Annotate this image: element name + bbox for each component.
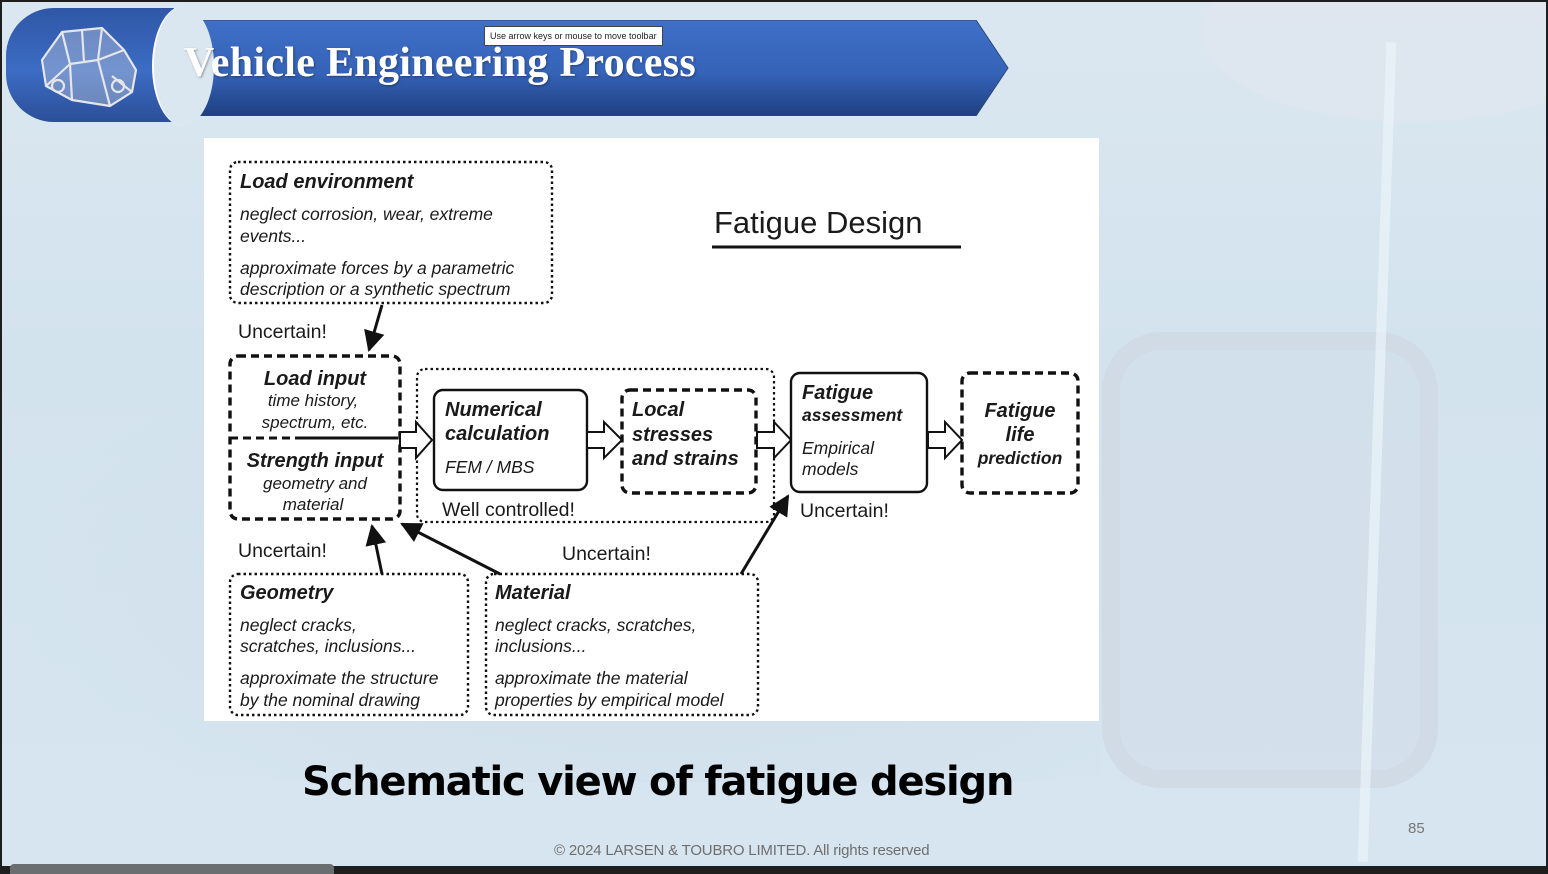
diagram-title: Fatigue Design bbox=[714, 205, 923, 240]
car-body-frame-icon bbox=[40, 26, 138, 108]
strength-input-line: geometry and bbox=[263, 474, 367, 493]
horizontal-scrollbar[interactable] bbox=[10, 864, 334, 874]
figure-caption: Schematic view of fatigue design bbox=[302, 759, 1014, 805]
material-box bbox=[484, 572, 760, 717]
hollow-arrow-local-to-assessment bbox=[756, 419, 793, 461]
load-environment-line: description or a synthetic spectrum bbox=[240, 279, 510, 299]
arrow-material-to-strength bbox=[400, 522, 501, 576]
fatigue-life-line: Fatigue bbox=[984, 400, 1055, 422]
background-charging-port bbox=[1102, 332, 1438, 788]
load-environment-heading: Load environment bbox=[240, 171, 415, 193]
arrow-geometry-to-strength bbox=[365, 523, 387, 575]
material-line: neglect cracks, scratches, bbox=[495, 615, 696, 635]
fatigue-assessment-sub: Empirical bbox=[802, 438, 875, 458]
fatigue-assessment-sub: models bbox=[802, 459, 859, 479]
geometry-box bbox=[228, 572, 470, 717]
load-input-line: time history, bbox=[268, 391, 358, 410]
fatigue-assessment-heading2: assessment bbox=[802, 405, 903, 425]
geometry-line: by the nominal drawing bbox=[240, 690, 420, 710]
fatigue-life-prediction-box bbox=[960, 371, 1080, 495]
page-title: Vehicle Engineering Process bbox=[184, 40, 697, 86]
load-environment-line: neglect corrosion, wear, extreme bbox=[240, 204, 493, 224]
strength-input-heading: Strength input bbox=[247, 450, 385, 472]
material-line: properties by empirical model bbox=[494, 690, 725, 710]
logo-divider bbox=[152, 6, 214, 126]
fatigue-design-diagram: Fatigue Design Load environment neglect … bbox=[228, 160, 1080, 717]
load-input-heading: Load input bbox=[264, 368, 368, 390]
geometry-line: approximate the structure bbox=[240, 668, 439, 688]
geometry-line: scratches, inclusions... bbox=[240, 636, 416, 656]
uncertain-label-top: Uncertain! bbox=[238, 321, 327, 343]
numerical-calculation-heading: calculation bbox=[445, 423, 549, 445]
numerical-calculation-heading: Numerical bbox=[445, 399, 542, 421]
hollow-arrow-numerical-to-local bbox=[586, 419, 624, 461]
strength-input-line: material bbox=[283, 495, 345, 514]
fatigue-assessment-heading: Fatigue bbox=[802, 382, 873, 404]
local-stresses-line: Local bbox=[632, 399, 685, 421]
copyright-footer: © 2024 LARSEN & TOUBRO LIMITED. All righ… bbox=[554, 842, 930, 859]
uncertain-label-right: Uncertain! bbox=[800, 500, 889, 522]
local-stresses-line: stresses bbox=[632, 424, 713, 446]
load-environment-line: events... bbox=[240, 226, 306, 246]
arrow-load-env-to-load-input bbox=[364, 304, 385, 353]
fatigue-life-line: life bbox=[1006, 424, 1035, 446]
material-line: approximate the material bbox=[495, 668, 689, 688]
material-line: inclusions... bbox=[495, 636, 586, 656]
uncertain-label-left: Uncertain! bbox=[238, 540, 327, 562]
fatigue-life-line: prediction bbox=[977, 448, 1063, 468]
geometry-heading: Geometry bbox=[240, 582, 334, 604]
material-heading: Material bbox=[495, 582, 571, 604]
local-stresses-line: and strains bbox=[632, 448, 739, 470]
load-environment-box bbox=[228, 160, 554, 305]
arrow-material-to-assessment bbox=[739, 494, 790, 575]
load-environment-line: approximate forces by a parametric bbox=[240, 258, 515, 278]
load-input-line: spectrum, etc. bbox=[262, 413, 369, 432]
hollow-arrow-assessment-to-life bbox=[927, 419, 964, 461]
uncertain-label-mid: Uncertain! bbox=[562, 543, 651, 565]
well-controlled-label: Well controlled! bbox=[442, 499, 575, 521]
fatigue-design-figure: Fatigue Design Load environment neglect … bbox=[204, 138, 1099, 721]
page-number: 85 bbox=[1408, 820, 1425, 837]
hollow-arrow-inputs-to-numerical bbox=[399, 419, 434, 461]
numerical-calculation-sub: FEM / MBS bbox=[445, 457, 535, 477]
geometry-line: neglect cracks, bbox=[240, 615, 357, 635]
background-photo-highlight bbox=[1202, 2, 1546, 122]
toolbar-tooltip: Use arrow keys or mouse to move toolbar bbox=[484, 26, 663, 46]
